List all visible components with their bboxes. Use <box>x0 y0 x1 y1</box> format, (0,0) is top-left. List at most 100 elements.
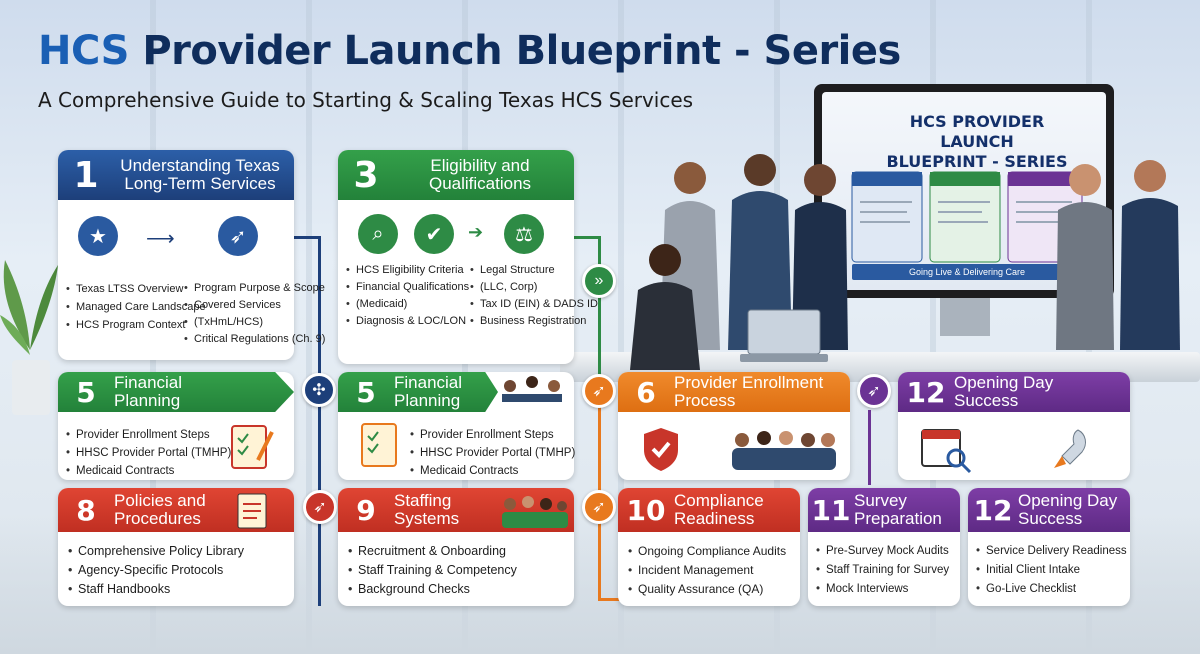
card-title-line: Opening Day <box>954 373 1054 392</box>
list-item: HHSC Provider Portal (TMHP) <box>66 444 231 462</box>
card-number: 8 <box>76 493 96 527</box>
title-rest: Provider Launch Blueprint - Series <box>128 28 901 74</box>
card-title-line: Survey <box>854 491 907 510</box>
list-item: Service Delivery Readiness <box>976 542 1127 561</box>
list-item: Medicaid Contracts <box>410 462 575 480</box>
rocket-icon: ➶ <box>857 374 891 408</box>
list-item-continued: (Medicaid) <box>346 296 469 313</box>
list-item: Provider Enrollment Steps <box>66 426 231 444</box>
connector-line <box>868 410 871 485</box>
monitor-banner: Going Live & Delivering Care <box>852 264 1082 280</box>
card-title-line: Planning <box>114 391 181 410</box>
card-number: 9 <box>356 493 376 527</box>
card-title-line: Planning <box>394 391 461 410</box>
arrow-right-icon: ➔ <box>468 222 484 242</box>
clipboard-icon: ✔ <box>414 214 454 254</box>
list-item: Provider Enrollment Steps <box>410 426 575 444</box>
plant-illustration <box>0 260 58 415</box>
list-item: Financial Qualifications <box>346 279 469 296</box>
checklist-icon <box>231 425 274 469</box>
list-item: Program Purpose & Scope <box>184 280 325 297</box>
rocket-icon: ➶ <box>303 490 337 524</box>
rocket-icon: ➶ <box>582 490 616 524</box>
list-item: Medicaid Contracts <box>66 462 231 480</box>
monitor-stand <box>940 298 990 336</box>
card-title-line: Readiness <box>674 509 755 528</box>
arrow-right-icon: ⟶ <box>146 228 175 250</box>
monitor-title-line2: BLUEPRINT - SERIES <box>886 152 1068 171</box>
card-number: 12 <box>973 493 1013 527</box>
card-title-line: Opening Day <box>1018 491 1118 510</box>
list-item: Tax ID (EIN) & DADS ID <box>470 296 598 313</box>
connector-line <box>598 598 620 601</box>
list-item: HCS Program Context <box>66 316 206 334</box>
card-number: 10 <box>626 493 666 527</box>
page-title: HCS Provider Launch Blueprint - Series <box>38 28 901 74</box>
rocket-icon: ➶ <box>582 374 616 408</box>
card-title-line: Policies and <box>114 491 206 510</box>
card-title-line: Financial <box>394 373 463 392</box>
texas-map-icon: ★ <box>78 216 118 256</box>
card-title-line: Success <box>954 391 1019 410</box>
gavel-icon: ⚖ <box>504 214 544 254</box>
rocket-icon <box>1054 429 1086 468</box>
list-item: HHSC Provider Portal (TMHP) <box>410 444 575 462</box>
list-item-continued: (TxHmL/HCS) <box>184 314 325 331</box>
checklist-icon <box>361 423 397 467</box>
document-icon <box>237 493 267 529</box>
card-number: 1 <box>73 154 99 196</box>
list-item: Critical Regulations (Ch. 9) <box>184 331 325 348</box>
list-item: Managed Care Landscape <box>66 298 206 316</box>
connector-line <box>290 236 320 239</box>
title-prefix: HCS <box>38 28 129 74</box>
list-item: Legal Structure <box>470 262 598 279</box>
list-item: Pre-Survey Mock Audits <box>816 542 949 561</box>
list-item: Recruitment & Onboarding <box>348 542 517 561</box>
monitor-title-line1: HCS PROVIDER LAUNCH <box>909 112 1045 151</box>
card-title-line: Long-Term Services <box>124 174 276 193</box>
card-title-line: Preparation <box>854 509 942 528</box>
shield-check-icon <box>644 428 678 471</box>
card-number: 3 <box>353 154 379 196</box>
list-item: Business Registration <box>470 313 598 330</box>
card-title-line: Understanding Texas <box>120 156 280 175</box>
list-item: HCS Eligibility Criteria <box>346 262 469 279</box>
laptop-illustration <box>740 309 828 362</box>
list-item: Agency-Specific Protocols <box>68 561 244 580</box>
card-number: 11 <box>811 493 851 527</box>
monitor-title: HCS PROVIDER LAUNCH BLUEPRINT - SERIES <box>882 112 1072 172</box>
list-item: Ongoing Compliance Audits <box>628 542 786 561</box>
rocket-icon: ➶ <box>218 216 258 256</box>
team-icon <box>732 431 836 470</box>
calendar-search-icon <box>921 429 972 474</box>
page-subtitle: A Comprehensive Guide to Starting & Scal… <box>38 88 694 112</box>
list-item: Incident Management <box>628 561 786 580</box>
list-item: Mock Interviews <box>816 580 949 599</box>
list-item: Diagnosis & LOC/LON <box>346 313 469 330</box>
card-title-line: Financial <box>114 373 183 392</box>
card-number: 6 <box>636 375 656 409</box>
list-item: Comprehensive Policy Library <box>68 542 244 561</box>
